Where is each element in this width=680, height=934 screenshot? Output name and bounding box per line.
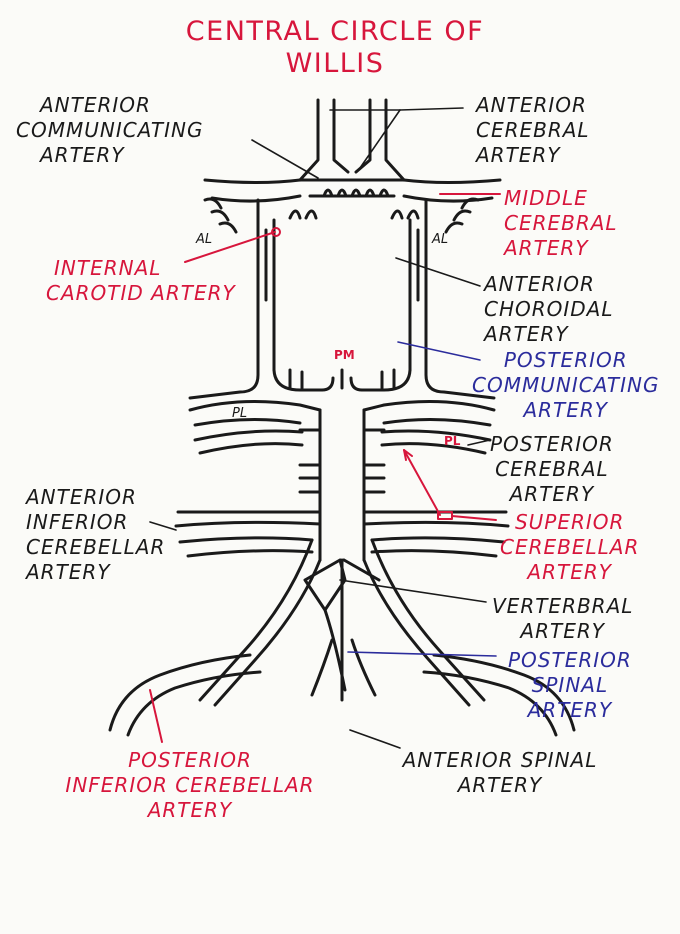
- anterolateral-branches: [203, 197, 480, 234]
- perforator-loops: [288, 188, 420, 220]
- label-posterior-spinal-artery: POSTERIOR SPINAL ARTERY: [508, 648, 632, 722]
- pointer-lines-blue: [347, 341, 497, 657]
- label-anterior-communicating-artery: ANTERIOR COMMUNICATING ARTERY: [16, 93, 204, 167]
- label-anterior-inferior-cerebellar-artery: ANTERIOR INFERIOR CEREBELLAR ARTERY: [26, 485, 166, 584]
- label-posterior-communicating-artery: POSTERIOR COMMUNICATING ARTERY: [472, 348, 660, 422]
- label-posterior-cerebral-artery: POSTERIOR CEREBRAL ARTERY: [490, 432, 614, 506]
- basilar-bifurcation: [272, 368, 412, 392]
- mark-pl-right: PL: [444, 434, 461, 448]
- anterior-inferior-cerebellar-arteries: [174, 510, 510, 558]
- middle-cerebral-arteries: [203, 178, 502, 203]
- basilar-artery: [298, 408, 386, 562]
- pointer-lines-black: [149, 107, 491, 749]
- label-posterior-inferior-cerebellar-artery: POSTERIOR INFERIOR CEREBELLAR ARTERY: [65, 748, 315, 822]
- label-vertebral-artery: VERTERBRAL ARTERY: [492, 594, 634, 643]
- label-superior-cerebellar-artery: SUPERIOR CEREBELLAR ARTERY: [500, 510, 640, 584]
- anterior-cerebral-arteries: [298, 98, 406, 182]
- posterior-cerebral-arteries: [188, 399, 496, 427]
- mark-pl-left: PL: [232, 406, 248, 421]
- label-anterior-choroidal-artery: ANTERIOR CHOROIDAL ARTERY: [484, 272, 614, 346]
- superior-cerebellar-arteries: [193, 429, 492, 455]
- mark-pm: PM: [334, 348, 355, 362]
- diagram-title: CENTRAL CIRCLE OF WILLIS: [150, 16, 520, 80]
- title-line-1: CENTRAL CIRCLE OF: [185, 16, 485, 47]
- mark-al-right: AL: [432, 232, 449, 247]
- title-line-2: WILLIS: [285, 48, 385, 79]
- mark-al-left: AL: [196, 232, 213, 247]
- label-anterior-cerebral-artery: ANTERIOR CEREBRAL ARTERY: [476, 93, 590, 167]
- pointer-lines-red: [149, 193, 501, 743]
- label-anterior-spinal-artery: ANTERIOR SPINAL ARTERY: [402, 748, 598, 797]
- label-internal-carotid-artery: INTERNAL CAROTID ARTERY: [46, 256, 236, 305]
- posterior-inferior-cerebellar-arteries: [108, 653, 576, 737]
- label-middle-cerebral-artery: MIDDLE CEREBRAL ARTERY: [504, 186, 618, 260]
